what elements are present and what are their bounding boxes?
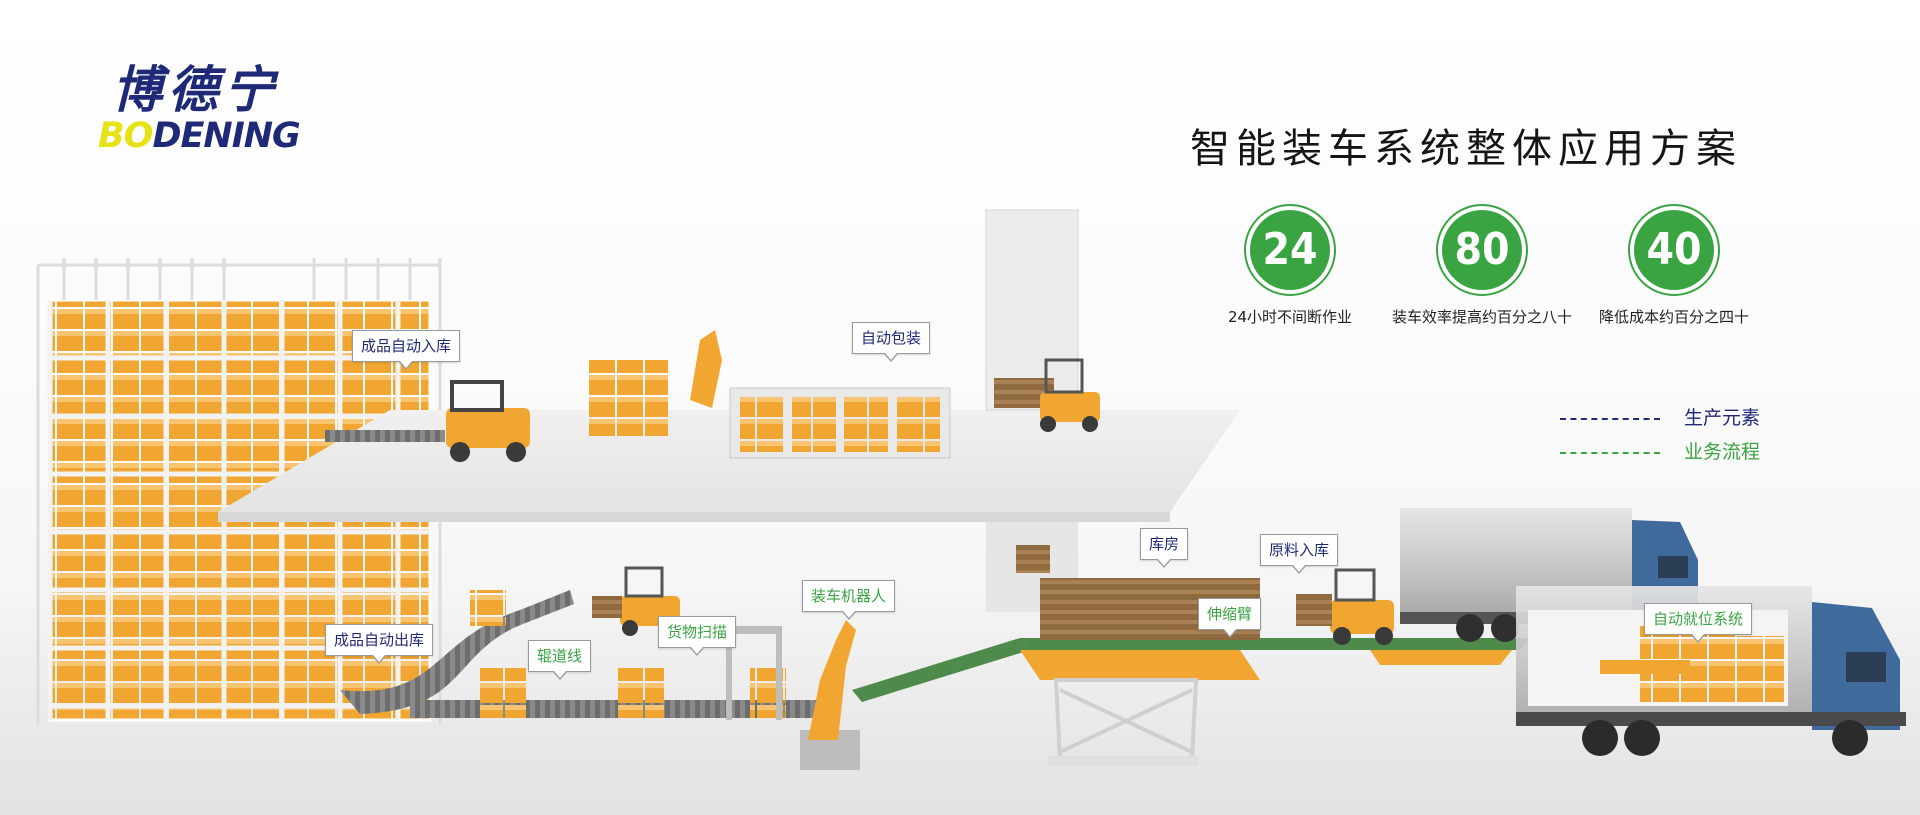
stat-caption: 装车效率提高约百分之八十: [1391, 308, 1572, 326]
brand-name-en: BODENING: [98, 116, 301, 156]
callout-roller-line: 辊道线: [528, 640, 592, 680]
stat-caption: 降低成本约百分之四十: [1598, 308, 1749, 326]
legend-dashed-line: [1560, 452, 1660, 454]
stat-card-efficiency: 80 装车效率提高约百分之八十: [1382, 204, 1582, 327]
stat-value: 40: [1634, 210, 1714, 290]
callout-finished-goods-outbound: 成品自动出库: [325, 624, 434, 664]
legend-business-process: 业务流程: [1560, 438, 1760, 466]
stat-caption: 24小时不间断作业: [1227, 308, 1353, 326]
legend-production-elements: 生产元素: [1560, 404, 1760, 432]
callout-auto-packaging: 自动包装: [852, 322, 931, 362]
page-title: 智能装车系统整体应用方案: [1190, 126, 1742, 172]
legend-label: 业务流程: [1683, 441, 1760, 463]
stat-value: 24: [1250, 210, 1330, 290]
callout-finished-goods-inbound: 成品自动入库: [352, 330, 461, 370]
brand-logo: 博德宁 BODENING: [98, 60, 348, 160]
brand-name-en-part1: BO: [98, 116, 153, 156]
legend-label: 生产元素: [1683, 407, 1760, 429]
brand-name-cn: 博德宁: [112, 61, 280, 119]
stat-badge: 80: [1436, 204, 1528, 296]
forklift-upper-right: [1040, 358, 1100, 432]
callout-goods-scan: 货物扫描: [658, 616, 737, 656]
stat-badge: 24: [1244, 204, 1336, 296]
callout-warehouse: 库房: [1140, 528, 1189, 568]
brand-name-en-part2: DENING: [152, 116, 300, 156]
legend-dashed-line: [1560, 418, 1660, 420]
stat-card-cost: 40 降低成本约百分之四十: [1574, 204, 1774, 327]
stat-badge: 40: [1628, 204, 1720, 296]
stat-card-24h: 24 24小时不间断作业: [1190, 204, 1390, 327]
callout-raw-material-inbound: 原料入库: [1260, 534, 1339, 574]
callout-telescopic-arm: 伸缩臂: [1198, 598, 1262, 638]
forklift-near-truck: [1296, 568, 1394, 645]
loading-robot: [800, 620, 860, 770]
forklift-upper-left: [446, 380, 530, 462]
callout-loading-robot: 装车机器人: [802, 580, 896, 620]
stat-value: 80: [1442, 210, 1522, 290]
callout-auto-positioning-system: 自动就位系统: [1644, 603, 1753, 643]
